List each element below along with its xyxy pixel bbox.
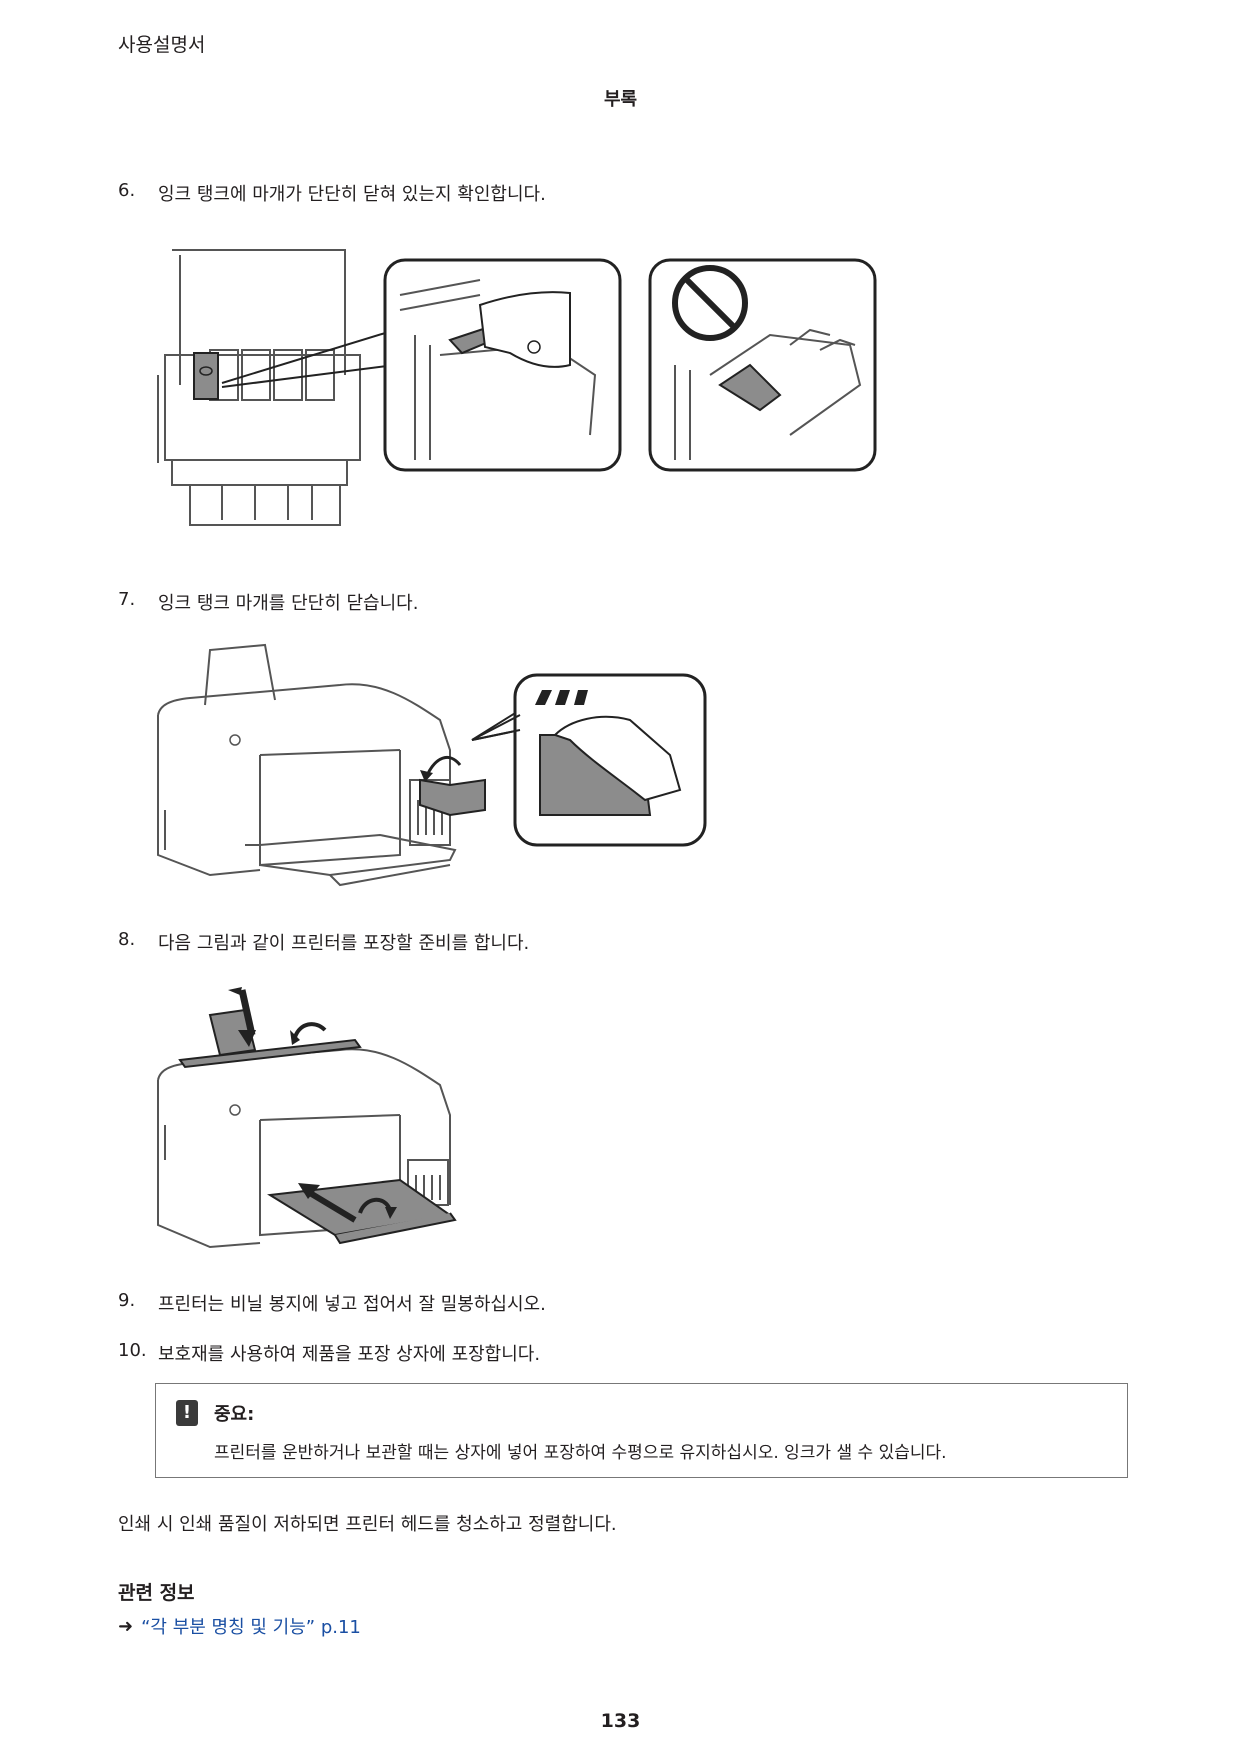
step-number: 7. <box>118 589 136 610</box>
step-number: 10. <box>118 1340 147 1361</box>
right-arrow-icon: ➜ <box>118 1615 134 1637</box>
important-text: 프린터를 운반하거나 보관할 때는 상자에 넣어 포장하여 수평으로 유지하십시… <box>214 1443 947 1463</box>
figure-ink-tank-caps <box>150 235 890 555</box>
step-text: 다음 그림과 같이 프린터를 포장할 준비를 합니다. <box>158 933 530 954</box>
section-title: 부록 <box>603 89 638 110</box>
cleaning-note: 인쇄 시 인쇄 품질이 저하되면 프린터 헤드를 청소하고 정렬합니다. <box>118 1514 617 1535</box>
exclamation-icon: ! <box>176 1400 198 1426</box>
step-text: 잉크 탱크 마개를 단단히 닫습니다. <box>158 593 419 614</box>
step-7: 7. 잉크 탱크 마개를 단단히 닫습니다. <box>118 589 418 615</box>
manual-title: 사용설명서 <box>118 34 206 56</box>
related-link-text[interactable]: “각 부분 명칭 및 기능” p.11 <box>141 1617 361 1638</box>
important-note-box: ! 중요: 프린터를 운반하거나 보관할 때는 상자에 넣어 포장하여 수평으로… <box>155 1383 1128 1478</box>
figure-close-ink-cap <box>150 640 730 890</box>
page-number: 133 <box>600 1710 641 1732</box>
step-number: 8. <box>118 929 136 950</box>
step-number: 6. <box>118 180 136 201</box>
related-link[interactable]: ➜ “각 부분 명칭 및 기능” p.11 <box>118 1613 361 1639</box>
figure-prepare-printer <box>150 985 490 1255</box>
step-text: 잉크 탱크에 마개가 단단히 닫혀 있는지 확인합니다. <box>158 184 546 205</box>
important-heading: 중요: <box>214 1404 255 1425</box>
step-text: 보호재를 사용하여 제품을 포장 상자에 포장합니다. <box>158 1344 541 1365</box>
step-text: 프린터는 비닐 봉지에 넣고 접어서 잘 밀봉하십시오. <box>158 1294 546 1315</box>
step-9: 9. 프린터는 비닐 봉지에 넣고 접어서 잘 밀봉하십시오. <box>118 1290 546 1316</box>
step-6: 6. 잉크 탱크에 마개가 단단히 닫혀 있는지 확인합니다. <box>118 180 546 206</box>
related-info-heading: 관련 정보 <box>118 1582 195 1604</box>
step-10: 10. 보호재를 사용하여 제품을 포장 상자에 포장합니다. <box>118 1340 540 1366</box>
step-8: 8. 다음 그림과 같이 프린터를 포장할 준비를 합니다. <box>118 929 529 955</box>
step-number: 9. <box>118 1290 136 1311</box>
